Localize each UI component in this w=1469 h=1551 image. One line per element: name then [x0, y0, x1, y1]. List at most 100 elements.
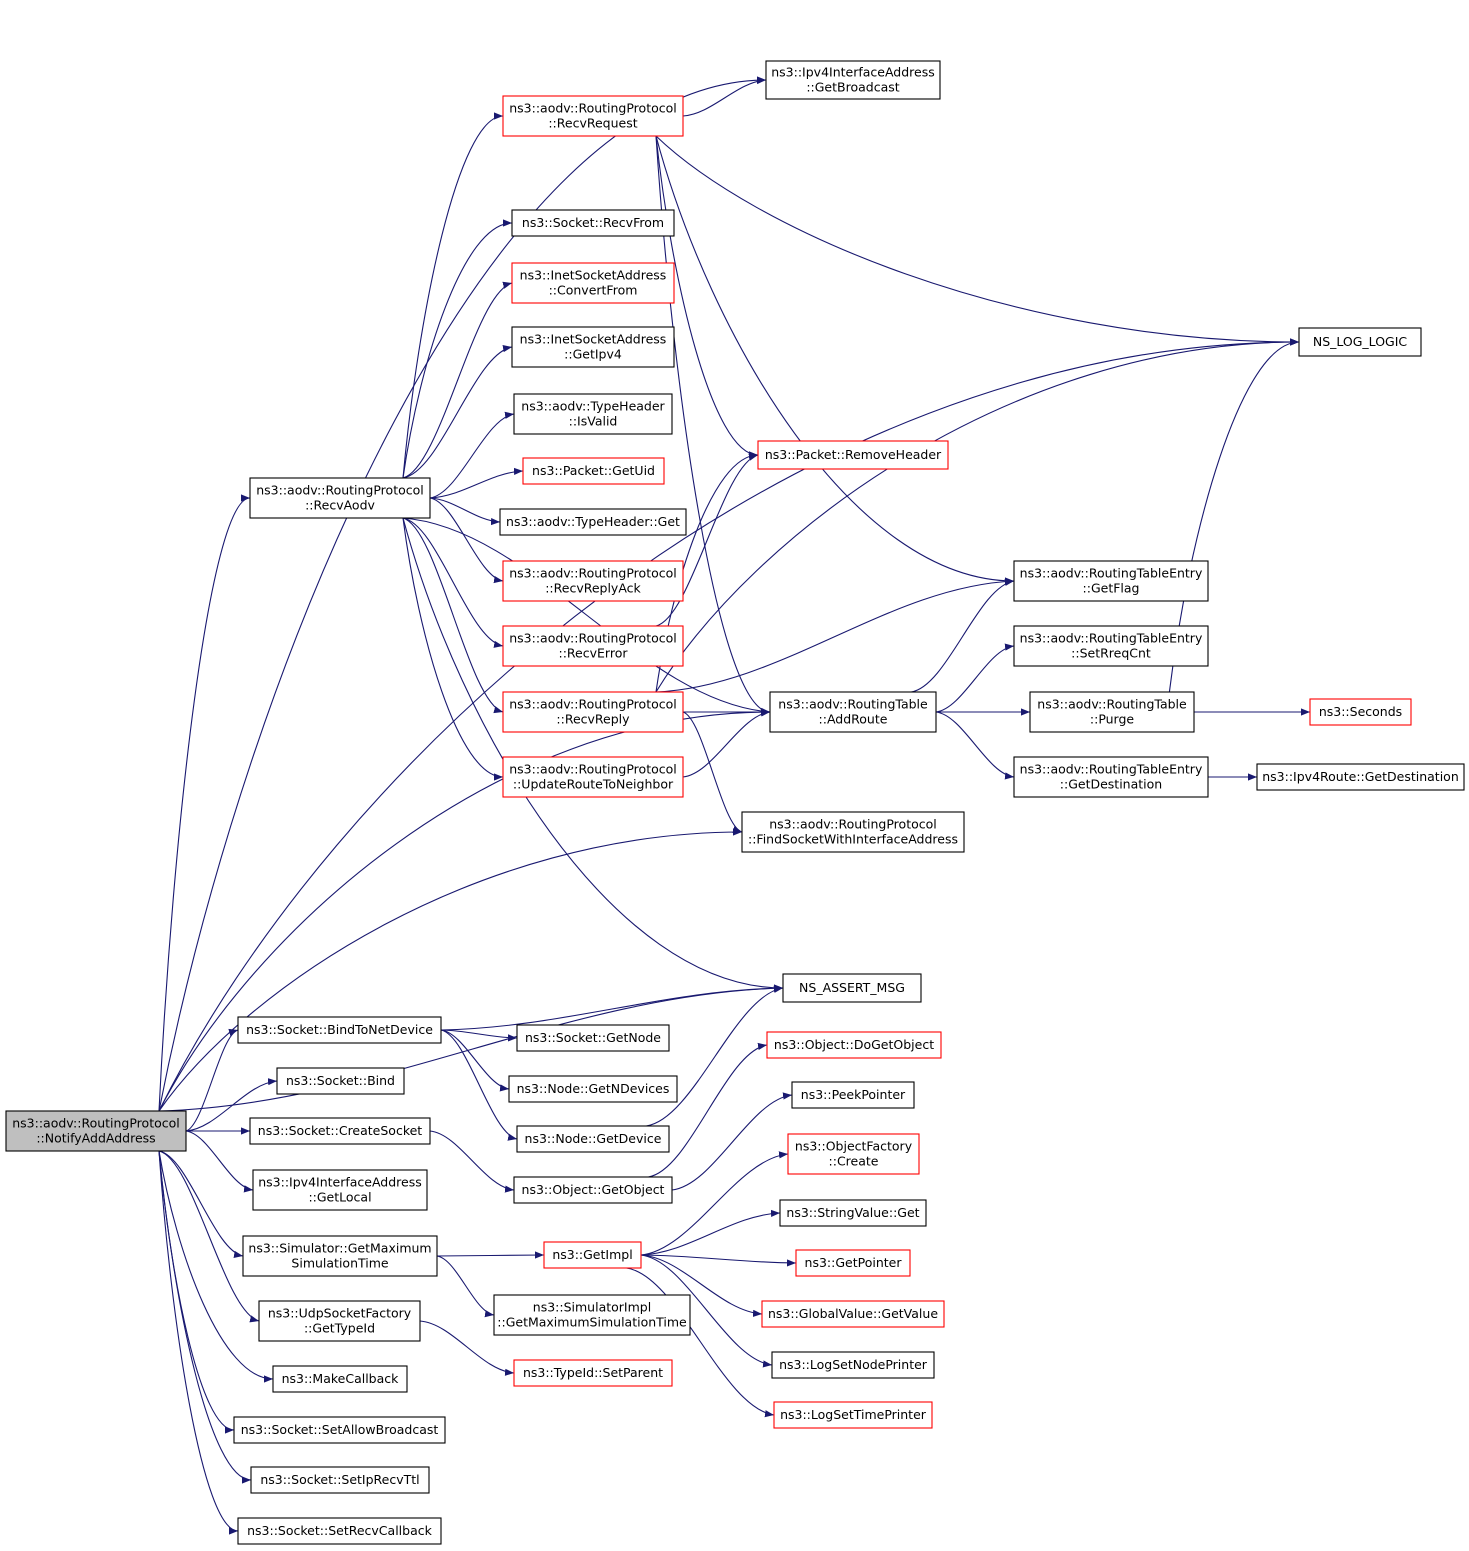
node-ns-log-logic[interactable]: NS_LOG_LOGIC [1298, 327, 1422, 357]
node-label-line: ns3::StringValue::Get [786, 1205, 919, 1220]
node-string-value-get[interactable]: ns3::StringValue::Get [779, 1199, 927, 1227]
node-log-set-node-printer[interactable]: ns3::LogSetNodePrinter [771, 1351, 935, 1379]
node-label-line: ns3::Ipv4InterfaceAddress [258, 1174, 422, 1189]
node-is-valid[interactable]: ns3::aodv::TypeHeader::IsValid [513, 393, 673, 435]
node-purge[interactable]: ns3::aodv::RoutingTable::Purge [1029, 691, 1195, 733]
node-label-line: ::FindSocketWithInterfaceAddress [748, 831, 958, 846]
node-recv-error[interactable]: ns3::aodv::RoutingProtocol::RecvError [502, 625, 684, 667]
node-label-line: ::IsValid [569, 413, 618, 428]
node-box [272, 1365, 408, 1393]
node-update-route-to-neighbor[interactable]: ns3::aodv::RoutingProtocol::UpdateRouteT… [502, 756, 684, 798]
call-edge-recv-aodv-to-recv-from [402, 219, 513, 479]
node-remove-header[interactable]: ns3::Packet::RemoveHeader [757, 440, 949, 470]
node-get-uid[interactable]: ns3::Packet::GetUid [522, 457, 665, 485]
node-global-value-get-value[interactable]: ns3::GlobalValue::GetValue [761, 1300, 945, 1328]
call-edge-notify-add-address-to-set-recv-callback [158, 1150, 239, 1535]
node-get-impl[interactable]: ns3::GetImpl [543, 1241, 642, 1269]
node-set-allow-broadcast[interactable]: ns3::Socket::SetAllowBroadcast [233, 1416, 446, 1444]
node-recv-reply[interactable]: ns3::aodv::RoutingProtocol::RecvReply [502, 691, 684, 733]
node-label-line: ns3::SimulatorImpl [533, 1299, 651, 1314]
node-box [276, 1067, 405, 1095]
node-box [237, 1016, 442, 1044]
call-edge-notify-add-address-to-get-local [185, 1130, 254, 1193]
node-box [511, 326, 675, 368]
node-notify-add-address[interactable]: ns3::aodv::RoutingProtocol::NotifyAddAdd… [5, 1110, 187, 1152]
node-label-line: ns3::LogSetTimePrinter [780, 1407, 927, 1422]
node-socket-bind[interactable]: ns3::Socket::Bind [276, 1067, 405, 1095]
node-ipv4-route-get-destination[interactable]: ns3::Ipv4Route::GetDestination [1256, 763, 1465, 791]
call-edge-get-impl-to-get-pointer [640, 1254, 797, 1267]
call-edge-notify-add-address-to-set-ip-recv-ttl [158, 1150, 252, 1484]
call-edge-notify-add-address-to-udp-get-type-id [158, 1150, 260, 1323]
node-recv-from[interactable]: ns3::Socket::RecvFrom [511, 209, 675, 237]
node-socket-get-node[interactable]: ns3::Socket::GetNode [516, 1024, 670, 1052]
node-get-local[interactable]: ns3::Ipv4InterfaceAddress::GetLocal [252, 1169, 428, 1211]
node-get-ipv4[interactable]: ns3::InetSocketAddress::GetIpv4 [511, 326, 675, 368]
node-get-flag[interactable]: ns3::aodv::RoutingTableEntry::GetFlag [1013, 560, 1209, 602]
node-label-line: ::NotifyAddAddress [36, 1130, 155, 1145]
node-peek-pointer[interactable]: ns3::PeekPointer [791, 1081, 915, 1109]
node-label-line: ::UpdateRouteToNeighbor [513, 776, 674, 791]
call-edge-bind-to-net-device-to-ns-assert-msg [440, 984, 784, 1031]
node-set-rreq-cnt[interactable]: ns3::aodv::RoutingTableEntry::SetRreqCnt [1013, 625, 1209, 667]
node-box [516, 1125, 670, 1153]
call-edge-add-route-to-get-destination-entry [935, 711, 1015, 780]
node-label-line: ns3::Object::DoGetObject [774, 1037, 934, 1052]
node-object-factory-create[interactable]: ns3::ObjectFactory::Create [787, 1133, 920, 1175]
node-box [513, 393, 673, 435]
node-make-callback[interactable]: ns3::MakeCallback [272, 1365, 408, 1393]
node-convert-from[interactable]: ns3::InetSocketAddress::ConvertFrom [511, 262, 675, 304]
node-box [237, 1517, 442, 1545]
call-edge-recv-reply-to-get-flag [655, 577, 1015, 693]
call-edge-recv-aodv-to-get-ipv4 [402, 345, 513, 479]
node-label-line: ns3::UdpSocketFactory [268, 1305, 412, 1320]
node-label-line: ::GetBroadcast [806, 79, 899, 94]
node-label-line: ns3::aodv::RoutingProtocol [256, 482, 424, 497]
node-label-line: ::RecvReplyAck [545, 580, 641, 595]
node-seconds[interactable]: ns3::Seconds [1309, 698, 1412, 726]
node-set-parent[interactable]: ns3::TypeId::SetParent [513, 1359, 673, 1387]
call-edge-recv-request-to-get-broadcast [682, 76, 767, 117]
node-get-broadcast[interactable]: ns3::Ipv4InterfaceAddress::GetBroadcast [765, 60, 941, 100]
node-label-line: ns3::aodv::TypeHeader::Get [506, 514, 680, 529]
node-sim-impl-get-max[interactable]: ns3::SimulatorImpl::GetMaximumSimulation… [493, 1294, 691, 1336]
node-do-get-object[interactable]: ns3::Object::DoGetObject [766, 1031, 942, 1059]
node-box [769, 691, 937, 733]
call-edge-notify-add-address-to-find-socket [158, 828, 743, 1112]
node-label-line: ::GetMaximumSimulationTime [497, 1314, 687, 1329]
node-ns-assert-msg[interactable]: NS_ASSERT_MSG [782, 973, 922, 1003]
node-get-object[interactable]: ns3::Object::GetObject [513, 1176, 673, 1204]
node-set-ip-recv-ttl[interactable]: ns3::Socket::SetIpRecvTtl [250, 1466, 430, 1494]
node-get-max-sim-time[interactable]: ns3::Simulator::GetMaximumSimulationTime [242, 1235, 438, 1277]
node-label-line: ns3::aodv::RoutingProtocol [509, 761, 677, 776]
call-edge-bind-to-net-device-to-get-n-devices [440, 1029, 510, 1092]
node-box [502, 691, 684, 733]
node-get-device[interactable]: ns3::Node::GetDevice [516, 1125, 670, 1153]
node-label-line: ::SetRreqCnt [1071, 645, 1151, 660]
node-box [1013, 560, 1209, 602]
node-recv-reply-ack[interactable]: ns3::aodv::RoutingProtocol::RecvReplyAck [502, 560, 684, 602]
node-udp-get-type-id[interactable]: ns3::UdpSocketFactory::GetTypeId [258, 1300, 421, 1342]
node-get-destination-entry[interactable]: ns3::aodv::RoutingTableEntry::GetDestina… [1013, 756, 1209, 798]
node-label-line: ::ConvertFrom [549, 282, 638, 297]
node-bind-to-net-device[interactable]: ns3::Socket::BindToNetDevice [237, 1016, 442, 1044]
node-recv-aodv[interactable]: ns3::aodv::RoutingProtocol::RecvAodv [249, 477, 431, 519]
node-label-line: ns3::PeekPointer [801, 1087, 906, 1102]
node-add-route[interactable]: ns3::aodv::RoutingTable::AddRoute [769, 691, 937, 733]
node-create-socket[interactable]: ns3::Socket::CreateSocket [249, 1117, 431, 1145]
node-label-line: ns3::Object::GetObject [522, 1182, 665, 1197]
node-type-header-get[interactable]: ns3::aodv::TypeHeader::Get [499, 508, 687, 536]
node-box [757, 440, 949, 470]
node-box [233, 1416, 446, 1444]
node-label-line: ns3::aodv::RoutingProtocol [769, 816, 937, 831]
node-find-socket[interactable]: ns3::aodv::RoutingProtocol::FindSocketWi… [741, 811, 965, 853]
node-box [493, 1294, 691, 1336]
node-log-set-time-printer[interactable]: ns3::LogSetTimePrinter [773, 1401, 933, 1429]
node-set-recv-callback[interactable]: ns3::Socket::SetRecvCallback [237, 1517, 442, 1545]
node-recv-request[interactable]: ns3::aodv::RoutingProtocol::RecvRequest [502, 95, 684, 137]
call-edge-recv-request-to-ns-log-logic [655, 135, 1300, 346]
node-get-pointer[interactable]: ns3::GetPointer [795, 1249, 911, 1277]
node-label-line: ns3::InetSocketAddress [520, 331, 667, 346]
node-box [795, 1249, 911, 1277]
node-get-n-devices[interactable]: ns3::Node::GetNDevices [508, 1075, 678, 1103]
